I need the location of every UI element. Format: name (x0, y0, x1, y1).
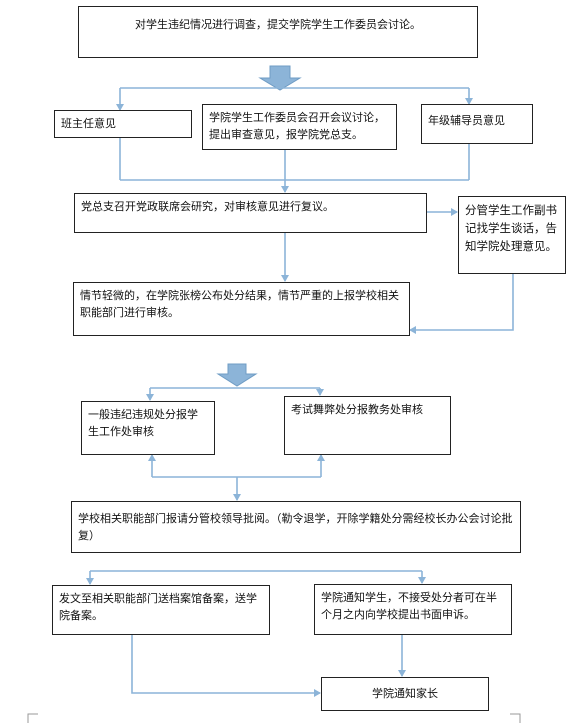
big-down-arrow-2 (216, 363, 258, 387)
corner-mark-left (27, 713, 38, 723)
box-jiaowuchu: 考试舞弊处分报教务处审核 (284, 396, 451, 455)
box-fudaoyuan: 年级辅导员意见 (421, 104, 533, 144)
box-dangan: 发文至相关职能部门送档案馆备案，送学院备案。 (52, 585, 270, 635)
big-down-arrow-1 (258, 65, 302, 91)
box-banzhuren: 班主任意见 (54, 110, 192, 138)
box-xiaoling-text: 学校相关职能部门报请分管校领导批阅。（勒令退学，开除学籍处分需经校长办公会讨论批… (78, 512, 513, 542)
box-shensu: 学院通知学生，不接受处分者可在半个月之内向学校提出书面申诉。 (314, 584, 512, 635)
box-dangan-text: 发文至相关职能部门送档案馆备案，送学院备案。 (59, 592, 257, 622)
box-fudaoyuan-text: 年级辅导员意见 (428, 114, 505, 127)
box-fushuji: 分管学生工作副书记找学生谈话，告知学院处理意见。 (458, 196, 566, 274)
box-fushuji-text: 分管学生工作副书记找学生谈话，告知学院处理意见。 (465, 203, 557, 253)
box-investigation: 对学生违纪情况进行调查，提交学院学生工作委员会讨论。 (78, 6, 478, 58)
box-xuegongchu-text: 一般违纪违规处分报学生工作处审核 (88, 408, 198, 438)
box-gongbu: 情节轻微的，在学院张榜公布处分结果，情节严重的上报学校相关职能部门进行审核。 (73, 282, 410, 336)
box-dangzongzhi-text: 党总支召开党政联席会研究，对审核意见进行复议。 (81, 200, 334, 213)
box-gongbu-text: 情节轻微的，在学院张榜公布处分结果，情节严重的上报学校相关职能部门进行审核。 (80, 289, 399, 319)
box-investigation-text: 对学生违纪情况进行调查，提交学院学生工作委员会讨论。 (135, 18, 421, 31)
box-xuegongchu: 一般违纪违规处分报学生工作处审核 (81, 401, 215, 455)
box-jiaowuchu-text: 考试舞弊处分报教务处审核 (291, 403, 423, 416)
arrow-b7a-to-b8 (131, 635, 321, 697)
box-jiazhang: 学院通知家长 (321, 677, 489, 711)
box-shensu-text: 学院通知学生，不接受处分者可在半个月之内向学校提出书面申诉。 (321, 591, 497, 621)
arrow-fushuji-to-b4 (409, 274, 514, 334)
box-committee: 学院学生工作委员会召开会议讨论，提出审查意见，报学院党总支。 (202, 104, 397, 150)
corner-mark-right (510, 713, 521, 723)
box-xiaoling: 学校相关职能部门报请分管校领导批阅。（勒令退学，开除学籍处分需经校长办公会讨论批… (71, 501, 521, 553)
box-banzhuren-text: 班主任意见 (61, 117, 116, 130)
box-jiazhang-text: 学院通知家长 (372, 687, 438, 700)
box-committee-text: 学院学生工作委员会召开会议讨论，提出审查意见，报学院党总支。 (209, 111, 385, 141)
box-dangzongzhi: 党总支召开党政联席会研究，对审核意见进行复议。 (74, 193, 427, 233)
